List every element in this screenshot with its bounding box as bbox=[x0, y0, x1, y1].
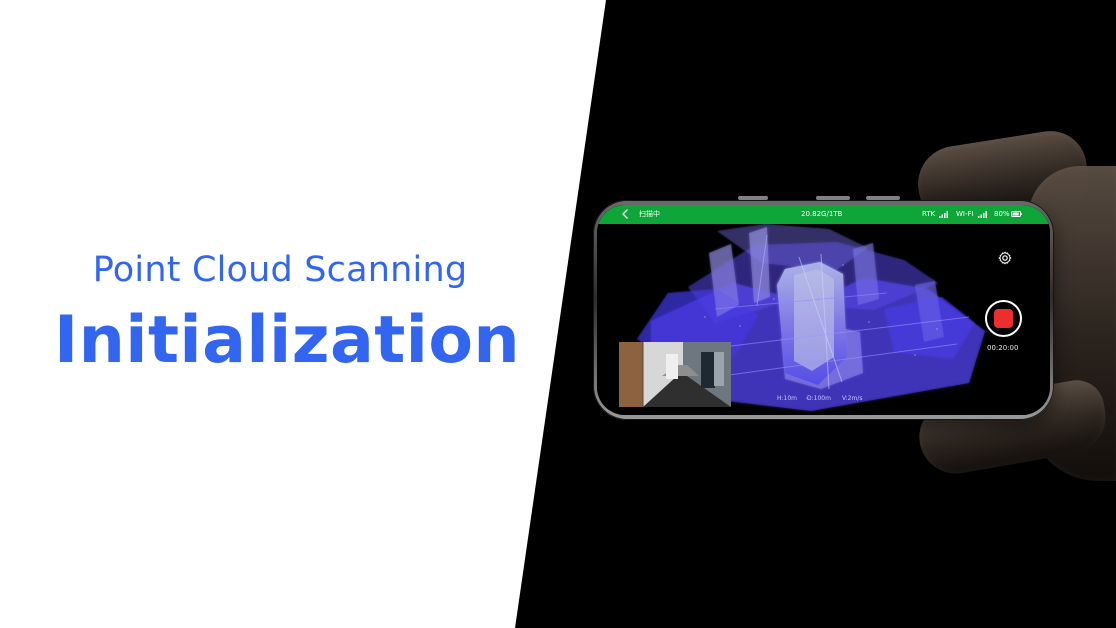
camera-preview[interactable] bbox=[619, 342, 731, 407]
phone-side-button bbox=[866, 196, 900, 200]
phone-side-button bbox=[816, 196, 850, 200]
battery-icon bbox=[1011, 211, 1022, 217]
height-metric: H:10m bbox=[777, 395, 798, 402]
back-chevron-icon[interactable] bbox=[621, 209, 629, 219]
signal-icon bbox=[978, 211, 987, 218]
hero-text-group: Point Cloud Scanning Initialization bbox=[54, 244, 521, 378]
record-stop-button[interactable] bbox=[985, 300, 1022, 337]
scan-status-title: 扫描中 bbox=[639, 210, 660, 218]
rtk-label: RTK bbox=[922, 210, 936, 218]
point-cloud-view[interactable] bbox=[597, 205, 1050, 415]
hallway-camera-image bbox=[619, 342, 731, 407]
phone-side-button bbox=[738, 196, 768, 200]
gear-icon[interactable] bbox=[998, 251, 1012, 265]
storage-readout: 20.82G/1TB bbox=[801, 210, 843, 218]
distance-metric: D:100m bbox=[807, 395, 831, 402]
speed-metric: V:2m/s bbox=[842, 395, 863, 402]
phone-screen: 扫描中 20.82G/1TB RTK WI-FI 80% bbox=[597, 205, 1050, 415]
wifi-label: WI-FI bbox=[956, 210, 974, 218]
record-stop-icon bbox=[994, 309, 1013, 328]
recording-timer: 00:20:00 bbox=[987, 344, 1019, 352]
hero-title: Initialization bbox=[54, 303, 521, 378]
status-bar: 扫描中 20.82G/1TB RTK WI-FI 80% bbox=[597, 205, 1050, 224]
signal-icon bbox=[939, 211, 948, 218]
hero-subtitle: Point Cloud Scanning bbox=[92, 250, 468, 290]
battery-percent: 80% bbox=[994, 210, 1010, 218]
